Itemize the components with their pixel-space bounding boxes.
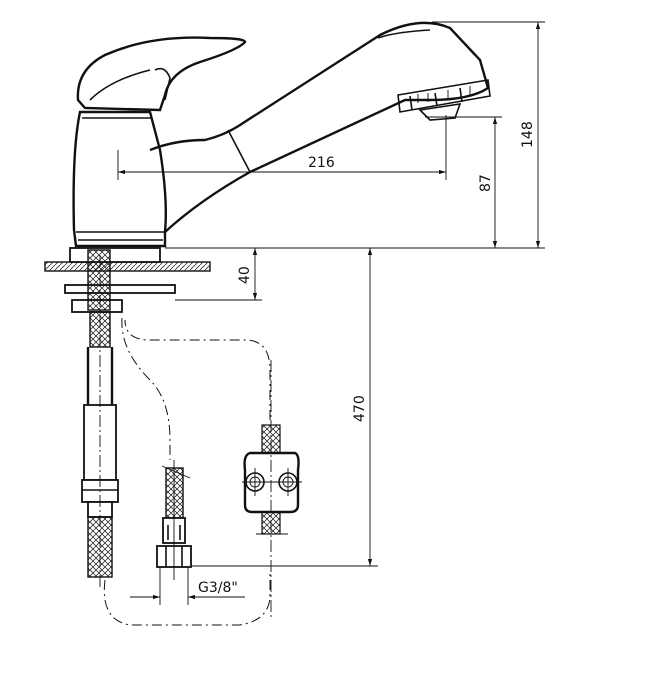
dim-spout-reach: 216 — [308, 155, 335, 171]
dim-deck-thickness: 40 — [237, 266, 253, 284]
mounting-plates — [44, 247, 211, 313]
lever-handle — [76, 36, 247, 112]
hose-right — [156, 460, 192, 580]
dim-connection-thread: G3/8" — [198, 580, 238, 596]
dim-total-height: 148 — [520, 121, 536, 148]
dim-outlet-height: 87 — [478, 174, 494, 192]
pull-out-spout — [149, 21, 491, 233]
dim-hose-length: 470 — [352, 395, 368, 422]
faucet-body — [72, 110, 168, 248]
hose-route-dashed — [103, 317, 271, 626]
diverter-valve — [242, 424, 302, 535]
centerline — [99, 255, 272, 620]
dimension-lines — [117, 21, 545, 605]
